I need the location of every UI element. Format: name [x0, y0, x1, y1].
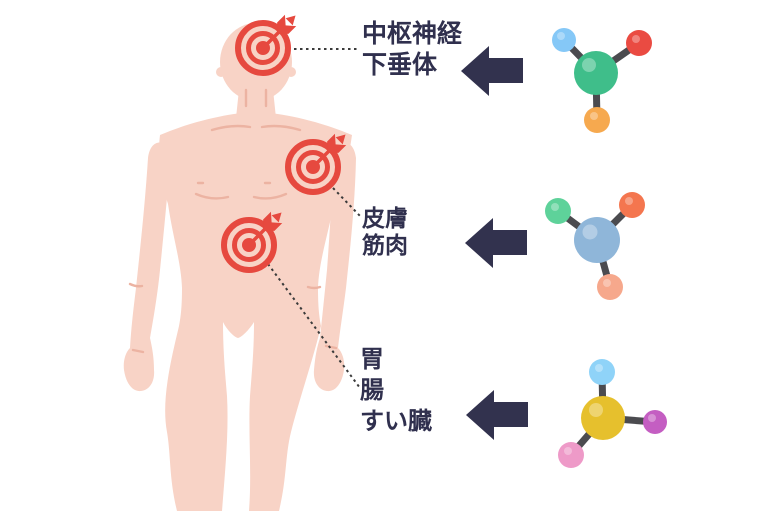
left-arrow-icon-2: [465, 218, 527, 268]
molecule-icon-1: [552, 28, 652, 133]
dart-icon: [262, 14, 297, 49]
sphere-highlight: [590, 112, 598, 120]
sphere-highlight: [589, 403, 603, 417]
sphere-highlight: [564, 447, 572, 455]
sphere-highlight: [625, 197, 633, 205]
molecule-2-atom-top-left: [545, 198, 571, 224]
molecule-icon-3: [558, 359, 667, 468]
target-outer-ring: [285, 139, 341, 195]
body-torso-legs: [158, 112, 352, 511]
molecule-1-center-atom: [574, 51, 618, 95]
dart-icon: [312, 133, 347, 168]
sphere-highlight: [595, 364, 603, 372]
right-ear: [286, 67, 296, 77]
dart-fletching: [263, 211, 283, 231]
sphere-highlight: [648, 414, 656, 422]
connector-line-skin-label: [332, 187, 362, 218]
dart-fletching: [327, 133, 347, 153]
body-right-arm: [313, 142, 356, 392]
molecule-1-atom-top-left: [552, 28, 576, 52]
molecule-3-atom-right: [643, 410, 667, 434]
sphere-highlight: [557, 32, 565, 40]
sphere-highlight: [582, 58, 596, 72]
molecule-2-atom-top-right: [619, 192, 645, 218]
target-outer-ring: [235, 20, 291, 76]
target-icon-abdomen: [221, 211, 283, 273]
dart-tip: [335, 134, 346, 145]
label-line: 中枢神経: [362, 19, 463, 48]
dart-tip: [271, 212, 282, 223]
left-arrow-icon-1: [461, 46, 523, 96]
human-body-silhouette: [123, 23, 356, 511]
connector-line-stomach-label: [267, 263, 361, 389]
left-arrow-icon-3: [466, 390, 528, 440]
target-icon-shoulder: [285, 133, 347, 195]
label-stomach-intestine-pancreas: 胃 腸 すい臓: [360, 344, 432, 437]
dart-fletching: [277, 14, 297, 34]
molecule-1-atom-top-right: [626, 30, 652, 56]
body-left-arm: [123, 142, 172, 392]
target-outer-ring: [221, 217, 277, 273]
dart-tip: [285, 15, 296, 26]
sphere-highlight: [632, 35, 640, 43]
molecule-1-atom-bottom: [584, 107, 610, 133]
molecule-2-center-atom: [574, 217, 620, 263]
molecule-icon-2: [545, 192, 645, 300]
label-skin-muscle: 皮膚 筋肉: [362, 206, 408, 260]
sphere-highlight: [551, 203, 559, 211]
label-line: 腸: [360, 376, 384, 404]
molecule-3-center-atom: [581, 396, 625, 440]
label-line: 筋肉: [362, 233, 408, 259]
target-middle-ring: [232, 228, 266, 262]
label-central-nervous-system: 中枢神経 下垂体: [362, 18, 462, 80]
sphere-highlight: [603, 279, 611, 287]
molecule-2-atom-bottom: [597, 274, 623, 300]
label-line: 胃: [360, 345, 384, 373]
left-ear: [216, 67, 226, 77]
molecule-3-atom-bottom-left: [558, 442, 584, 468]
molecule-3-atom-top: [589, 359, 615, 385]
target-icon-head: [235, 14, 297, 76]
target-middle-ring: [246, 31, 280, 65]
label-line: 下垂体: [362, 50, 438, 79]
dart-icon: [248, 211, 283, 246]
label-line: すい臓: [360, 407, 432, 435]
label-line: 皮膚: [362, 206, 408, 232]
target-middle-ring: [296, 150, 330, 184]
body-detail-lines: [128, 88, 338, 354]
sphere-highlight: [582, 224, 598, 240]
